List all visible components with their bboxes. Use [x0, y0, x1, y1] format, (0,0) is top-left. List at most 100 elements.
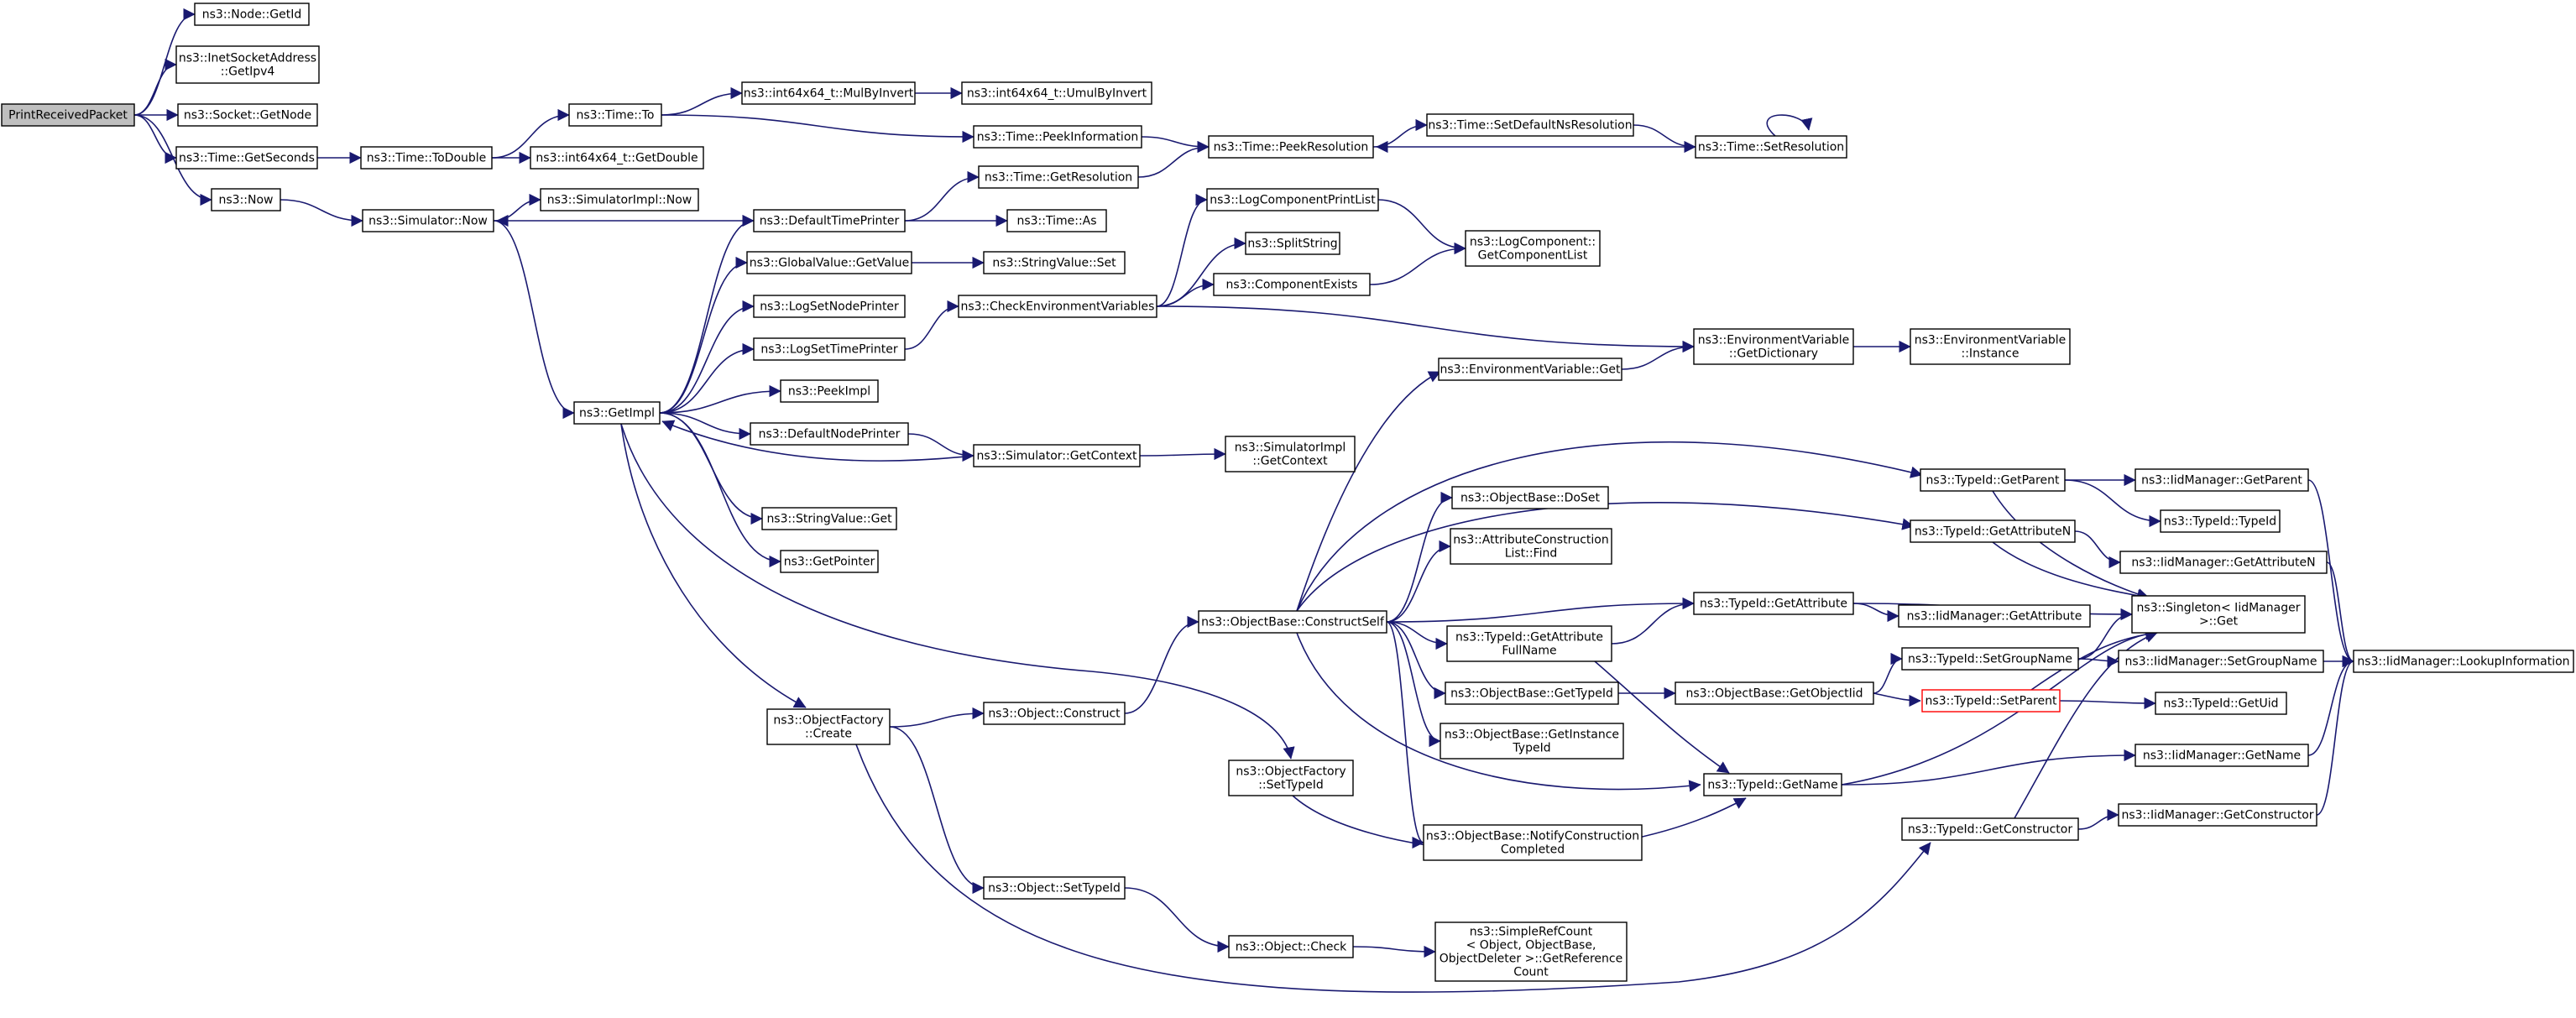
node-iidmanager-getattribute[interactable]: ns3::IidManager::GetAttribute: [1898, 604, 2091, 628]
node-objectfactory-create[interactable]: ns3::ObjectFactory::Create: [766, 708, 891, 745]
node-box: [961, 81, 1152, 105]
node-simplerefcount-getreferencecount[interactable]: ns3::SimpleRefCount< Object, ObjectBase,…: [1434, 921, 1628, 982]
node-box: [2160, 509, 2281, 533]
node-socket-getnode[interactable]: ns3::Socket::GetNode: [177, 103, 318, 127]
node-box: [750, 422, 909, 446]
node-typeid-typeid[interactable]: ns3::TypeId::TypeId: [2160, 509, 2281, 533]
node-environmentvariable-getdictionary[interactable]: ns3::EnvironmentVariable::GetDictionary: [1693, 328, 1854, 365]
node-stringvalue-set[interactable]: ns3::StringValue::Set: [983, 251, 1126, 274]
node-time-setdefaultnsresolution[interactable]: ns3::Time::SetDefaultNsResolution: [1426, 113, 1634, 137]
node-box: [746, 251, 912, 274]
node-ns3-now[interactable]: ns3::Now: [211, 188, 281, 211]
node-logsettimeprinter[interactable]: ns3::LogSetTimePrinter: [753, 337, 906, 361]
edge-typeid-getparent-to-typeid-typeid: [2064, 479, 2161, 528]
node-objectbase-constructself[interactable]: ns3::ObjectBase::ConstructSelf: [1198, 610, 1387, 634]
node-iidmanager-lookupinformation[interactable]: ns3::IidManager::LookupInformation: [2353, 650, 2574, 673]
node-objectbase-doset[interactable]: ns3::ObjectBase::DoSet: [1451, 486, 1609, 509]
node-simulator-getcontext[interactable]: ns3::Simulator::GetContext: [973, 444, 1141, 467]
node-box: [2134, 468, 2309, 492]
node-box: [1245, 232, 1340, 255]
node-node-getid[interactable]: ns3::Node::GetId: [194, 3, 310, 26]
node-logcomponent-getcomponentlist[interactable]: ns3::LogComponent::GetComponentList: [1465, 230, 1601, 267]
node-time-peekresolution[interactable]: ns3::Time::PeekResolution: [1208, 135, 1374, 159]
node-iidmanager-getattributen[interactable]: ns3::IidManager::GetAttributeN: [2119, 551, 2328, 574]
node-typeid-setgroupname[interactable]: ns3::TypeId::SetGroupName: [1901, 647, 2079, 671]
node-splitstring[interactable]: ns3::SplitString: [1245, 232, 1340, 255]
edge-time-to-to-int64x64-mulbyinvert: [661, 86, 743, 116]
node-time-getseconds[interactable]: ns3::Time::GetSeconds: [175, 146, 318, 170]
node-label: ns3::DefaultTimePrinter: [760, 215, 900, 228]
node-int64x64-mulbyinvert[interactable]: ns3::int64x64_t::MulByInvert: [741, 81, 916, 105]
edge-time-to-to-time-peekinformation: [661, 114, 974, 144]
node-singleton-iidmanager-get[interactable]: ns3::Singleton< IidManager>::Get: [2131, 595, 2306, 634]
node-checkenvironmentvariables[interactable]: ns3::CheckEnvironmentVariables: [958, 295, 1157, 318]
node-globalvalue-getvalue[interactable]: ns3::GlobalValue::GetValue: [746, 251, 912, 274]
node-typeid-getuid[interactable]: ns3::TypeId::GetUid: [2155, 692, 2287, 715]
node-label: ns3::IidManager::GetConstructor: [2121, 809, 2313, 822]
node-label: ::GetContext: [1252, 455, 1328, 468]
edge-iidmanager-getname-to-iidmanager-lookupinformation: [2307, 655, 2354, 756]
node-box: [780, 550, 879, 573]
node-typeid-getparent[interactable]: ns3::TypeId::GetParent: [1920, 468, 2066, 492]
node-typeid-getattributen[interactable]: ns3::TypeId::GetAttributeN: [1910, 519, 2076, 543]
node-box: [1006, 209, 1107, 232]
edge-printreceivedpacket-to-inetsocketaddress-getipv4: [133, 58, 177, 116]
node-typeid-getname[interactable]: ns3::TypeId::GetName: [1703, 773, 1842, 796]
node-int64x64-getdouble[interactable]: ns3::int64x64_t::GetDouble: [530, 146, 704, 170]
node-box: [1208, 135, 1374, 159]
node-getpointer[interactable]: ns3::GetPointer: [780, 550, 879, 573]
node-label: ns3::PeekImpl: [788, 385, 870, 399]
node-inetsocketaddress-getipv4[interactable]: ns3::InetSocketAddress::GetIpv4: [175, 45, 320, 84]
node-getimpl[interactable]: ns3::GetImpl: [573, 401, 661, 425]
node-defaulttimeprinter[interactable]: ns3::DefaultTimePrinter: [753, 209, 906, 232]
node-time-setresolution[interactable]: ns3::Time::SetResolution: [1695, 135, 1847, 159]
node-defaultnodeprinter[interactable]: ns3::DefaultNodePrinter: [750, 422, 909, 446]
node-iidmanager-getconstructor[interactable]: ns3::IidManager::GetConstructor: [2118, 803, 2317, 827]
node-time-getresolution[interactable]: ns3::Time::GetResolution: [978, 165, 1139, 189]
node-object-construct[interactable]: ns3::Object::Construct: [983, 702, 1126, 725]
edge-objectbase-constructself-to-objectbase-notifyconstructioncompleted: [1386, 621, 1424, 849]
node-label: ns3::StringValue::Set: [992, 257, 1116, 270]
node-box: [978, 165, 1139, 189]
node-printreceivedpacket[interactable]: PrintReceivedPacket: [1, 103, 135, 127]
node-simulator-now[interactable]: ns3::Simulator::Now: [362, 209, 494, 232]
node-logcomponentprintlist[interactable]: ns3::LogComponentPrintList: [1206, 188, 1379, 211]
node-time-as[interactable]: ns3::Time::As: [1006, 209, 1107, 232]
node-box: [1693, 592, 1854, 615]
node-label: ns3::Object::Check: [1236, 941, 1347, 954]
node-objectbase-getobjectiid[interactable]: ns3::ObjectBase::GetObjectIid: [1675, 681, 1874, 705]
node-objectfactory-settypeid[interactable]: ns3::ObjectFactory::SetTypeId: [1228, 760, 1354, 796]
node-simulatorimpl-now[interactable]: ns3::SimulatorImpl::Now: [540, 188, 699, 211]
node-logsetnodeprinter[interactable]: ns3::LogSetNodePrinter: [753, 295, 906, 318]
node-box: [973, 125, 1142, 149]
node-typeid-getattribute[interactable]: ns3::TypeId::GetAttribute: [1693, 592, 1854, 615]
node-label: ns3::IidManager::SetGroupName: [2125, 655, 2317, 669]
node-time-todouble[interactable]: ns3::Time::ToDouble: [360, 146, 493, 170]
node-int64x64-umulbyinvert[interactable]: ns3::int64x64_t::UmulByInvert: [961, 81, 1152, 105]
edge-defaultnodeprinter-to-simulator-getcontext: [907, 433, 974, 462]
node-time-to[interactable]: ns3::Time::To: [568, 103, 662, 127]
node-peekimpl[interactable]: ns3::PeekImpl: [780, 379, 879, 403]
node-box: [1446, 625, 1612, 662]
node-label: ns3::TypeId::GetAttribute: [1455, 631, 1603, 645]
node-iidmanager-getparent[interactable]: ns3::IidManager::GetParent: [2134, 468, 2309, 492]
node-environmentvariable-instance[interactable]: ns3::EnvironmentVariable::Instance: [1910, 328, 2071, 365]
node-objectbase-notifyconstructioncompleted[interactable]: ns3::ObjectBase::NotifyConstructionCompl…: [1423, 824, 1643, 861]
node-typeid-getconstructor[interactable]: ns3::TypeId::GetConstructor: [1901, 817, 2079, 841]
node-stringvalue-get[interactable]: ns3::StringValue::Get: [761, 507, 897, 530]
node-iidmanager-getname[interactable]: ns3::IidManager::GetName: [2134, 744, 2309, 767]
node-time-peekinformation[interactable]: ns3::Time::PeekInformation: [973, 125, 1142, 149]
node-environmentvariable-get[interactable]: ns3::EnvironmentVariable::Get: [1438, 358, 1622, 381]
node-object-check[interactable]: ns3::Object::Check: [1228, 935, 1354, 958]
node-typeid-setparent[interactable]: ns3::TypeId::SetParent: [1921, 689, 2061, 713]
node-componentexists[interactable]: ns3::ComponentExists: [1213, 273, 1371, 296]
node-simulatorimpl-getcontext[interactable]: ns3::SimulatorImpl::GetContext: [1225, 436, 1356, 472]
node-objectbase-gettypeid[interactable]: ns3::ObjectBase::GetTypeId: [1445, 681, 1619, 705]
node-iidmanager-setgroupname[interactable]: ns3::IidManager::SetGroupName: [2118, 650, 2324, 673]
node-object-settypeid[interactable]: ns3::Object::SetTypeId: [983, 876, 1126, 900]
edge-getimpl-to-getpointer: [659, 412, 781, 568]
node-box: [1693, 328, 1854, 365]
